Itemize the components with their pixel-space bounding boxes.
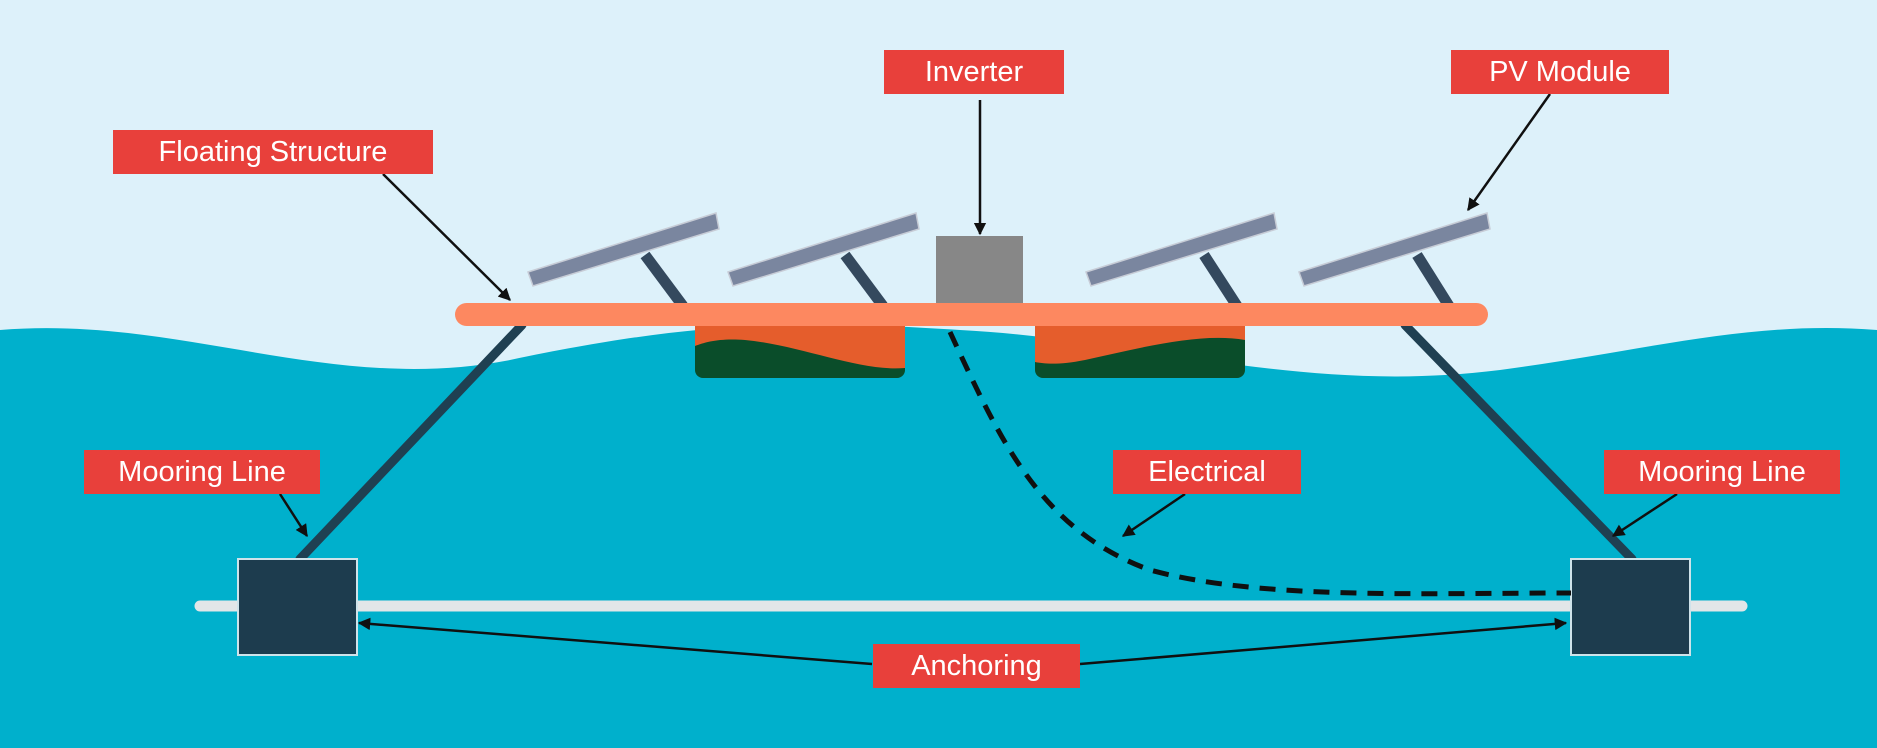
- pv-module-3: [1085, 212, 1278, 287]
- pv-panels: [527, 212, 1491, 287]
- pv-stands: [640, 251, 1454, 310]
- label-inverter: Inverter: [884, 50, 1064, 94]
- label-pv-module: PV Module: [1451, 50, 1669, 94]
- mooring-line-left: [295, 320, 527, 564]
- arrow-floating-structure: [382, 173, 511, 301]
- electrical-cable: [947, 330, 1572, 597]
- anchor-block-right: [1570, 558, 1691, 656]
- arrow-pv-module: [1466, 93, 1552, 212]
- label-floating-structure: Floating Structure: [113, 130, 433, 174]
- pontoon-right: [1035, 310, 1245, 378]
- water-body: [0, 324, 1877, 748]
- floating-structure-bar: [455, 303, 1488, 326]
- label-electrical: Electrical: [1113, 450, 1301, 494]
- pv-module-2: [727, 212, 920, 287]
- arrow-anchoring-left: [357, 617, 873, 666]
- label-anchoring: Anchoring: [873, 644, 1080, 688]
- arrow-mooring-line-right: [1611, 492, 1678, 538]
- label-mooring-line-right: Mooring Line: [1604, 450, 1840, 494]
- arrow-mooring-line-left: [278, 493, 309, 538]
- pv-module-4: [1298, 212, 1491, 287]
- arrow-electrical: [1121, 492, 1186, 538]
- label-mooring-line-left: Mooring Line: [84, 450, 320, 494]
- inverter-box: [936, 236, 1023, 303]
- annotation-arrows: [278, 93, 1678, 666]
- anchor-block-left: [237, 558, 358, 656]
- pv-module-1: [527, 212, 720, 287]
- mooring-line-right: [1400, 320, 1637, 564]
- arrow-anchoring-right: [1079, 617, 1568, 666]
- pontoon-left: [695, 310, 905, 378]
